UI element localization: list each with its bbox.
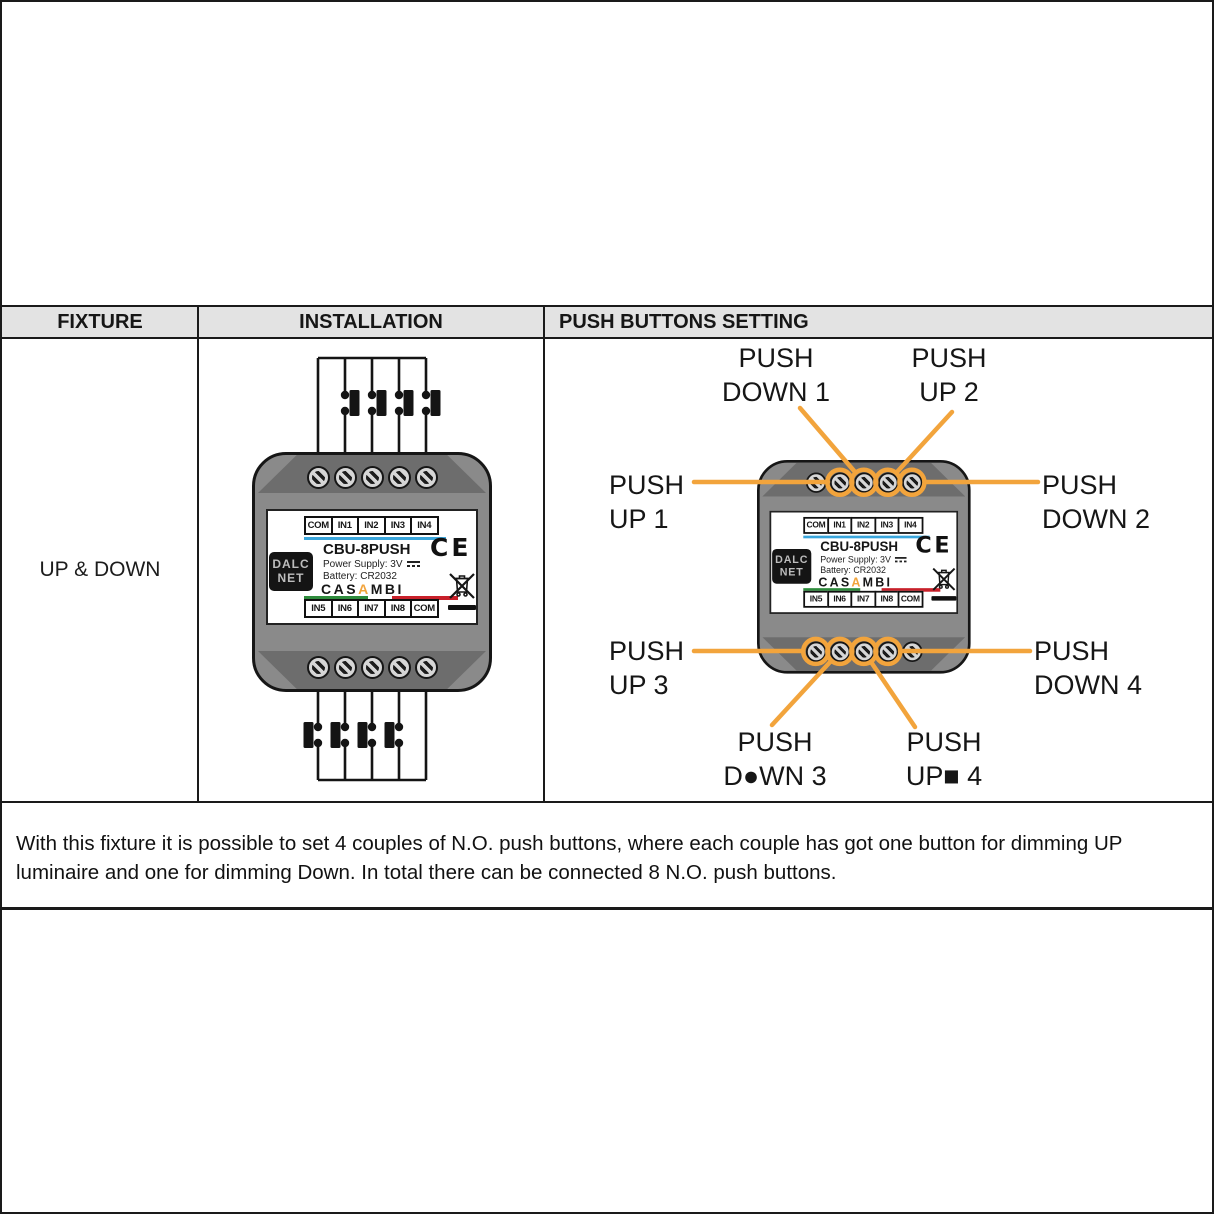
ce-mark: CE: [430, 533, 472, 562]
header-push-buttons-setting: PUSH BUTTONS SETTING: [559, 310, 809, 333]
casambi-suffix: MBI: [370, 581, 404, 597]
label-push-down-1: PUSH DOWN 1: [722, 343, 830, 407]
terminal-in1: IN1: [330, 516, 359, 535]
casambi-suffix: MBI: [862, 574, 893, 590]
screw-icon: [306, 655, 330, 679]
terminal-in6: IN6: [330, 599, 359, 618]
screw-icon: [877, 641, 899, 662]
terminal-com-top: COM: [304, 516, 333, 535]
device-label-plate: COM IN1 IN2 IN3 IN4 DALC NET CBU-8PUSH P…: [266, 509, 478, 625]
terminal-row-bottom: IN5 IN6 IN7 IN8 COM: [304, 599, 439, 618]
blue-terminal-bar: [803, 535, 930, 539]
screw-icon: [387, 655, 411, 679]
terminal-in7: IN7: [357, 599, 386, 618]
table-bottom-border: [2, 801, 1212, 803]
push-button-symbols: [303, 390, 441, 748]
screw-icon: [333, 655, 357, 679]
screw-icon: [333, 465, 357, 489]
terminal-in1: IN1: [826, 516, 853, 534]
dalcnet-logo-line1: DALC: [775, 553, 809, 566]
label-push-up-4: PUSH UP■ 4: [905, 727, 983, 791]
dalcnet-logo: DALC NET: [772, 549, 812, 584]
terminal-in4: IN4: [897, 516, 923, 534]
casambi-accent-letter: A: [358, 581, 371, 597]
dalcnet-logo: DALC NET: [269, 552, 313, 591]
terminal-in8: IN8: [383, 599, 412, 618]
weee-bin-icon: [449, 573, 475, 599]
solid-bar-mark: [931, 596, 957, 601]
screw-icon: [306, 465, 330, 489]
label-push-down-3: PUSH D●WN 3: [723, 727, 827, 791]
terminal-in5: IN5: [304, 599, 333, 618]
weee-bin-icon: [932, 567, 956, 591]
red-terminal-bar: [881, 587, 941, 592]
dalcnet-logo-line2: NET: [779, 565, 804, 579]
dalcnet-logo-line1: DALC: [272, 557, 310, 571]
screw-icon: [360, 465, 384, 489]
push-buttons-setting-cell: COM IN1 IN2 IN3 IN4 DALC NET CBU-8PUSH P…: [544, 339, 1212, 802]
casambi-accent-letter: A: [851, 574, 863, 590]
blue-terminal-bar: [304, 536, 446, 540]
dalcnet-logo-line2: NET: [277, 571, 305, 585]
table-header-row: FIXTURE INSTALLATION PUSH BUTTONS SETTIN…: [2, 305, 1212, 339]
cbu-8push-device: COM IN1 IN2 IN3 IN4 DALC NET CBU-8PUSH P…: [252, 452, 492, 692]
annotation-leader-lines: [691, 405, 1041, 730]
header-installation: INSTALLATION: [299, 310, 443, 333]
device-model: CBU-8PUSH: [820, 539, 899, 555]
dc-symbol-icon: [894, 556, 907, 563]
description-paragraph: With this fixture it is possible to set …: [16, 829, 1122, 887]
device-label-plate: COM IN1 IN2 IN3 IN4 DALC NET CBU-8PUSH P…: [769, 510, 959, 614]
label-push-up-1: PUSH UP 1: [609, 470, 685, 534]
red-terminal-bar: [392, 595, 458, 600]
terminal-row-top: COM IN1 IN2 IN3 IN4: [803, 516, 923, 534]
installation-cell: COM IN1 IN2 IN3 IN4 DALC NET CBU-8PUSH P…: [198, 339, 544, 802]
description-line-1: With this fixture it is possible to set …: [16, 832, 1123, 855]
screw-icon: [414, 465, 438, 489]
terminal-in2: IN2: [357, 516, 386, 535]
terminal-row-top: COM IN1 IN2 IN3 IN4: [304, 516, 439, 535]
casambi-brand: CASAMBI: [818, 575, 892, 589]
power-supply-value: Power Supply: 3V: [820, 555, 891, 566]
green-terminal-bar: [803, 587, 861, 592]
header-fixture: FIXTURE: [57, 310, 143, 333]
label-push-down-4: PUSH DOWN 4: [1034, 636, 1142, 700]
device-model: CBU-8PUSH: [323, 541, 411, 558]
description-line-2: luminaire and one for dimming Down. In t…: [16, 861, 837, 884]
screw-icon: [387, 465, 411, 489]
power-supply-value: Power Supply: 3V: [323, 559, 403, 570]
battery-text: Battery: CR2032: [820, 565, 886, 576]
terminal-in4: IN4: [410, 516, 439, 535]
green-terminal-bar: [304, 595, 368, 600]
label-push-down-2: PUSH DOWN 2: [1042, 470, 1150, 534]
column-divider-1: [197, 305, 199, 802]
screw-icon: [414, 655, 438, 679]
fixture-type-label: UP & DOWN: [39, 558, 161, 581]
column-divider-2: [543, 305, 545, 802]
terminal-row-bottom: IN5 IN6 IN7 IN8 COM: [803, 590, 923, 608]
power-supply-text: Power Supply: 3V: [323, 559, 420, 570]
solid-bar-mark: [448, 605, 476, 610]
casambi-prefix: CAS: [818, 574, 852, 590]
terminal-in7: IN7: [850, 590, 876, 608]
description-bottom-border: [2, 907, 1212, 910]
device-mount-installation: COM IN1 IN2 IN3 IN4 DALC NET CBU-8PUSH P…: [252, 452, 492, 692]
wiring-diagram: [303, 356, 441, 782]
terminal-in3: IN3: [383, 516, 412, 535]
power-supply-text: Power Supply: 3V: [820, 555, 907, 566]
casambi-brand: CASAMBI: [321, 581, 404, 597]
casambi-prefix: CAS: [321, 581, 359, 597]
terminal-com-bottom: COM: [897, 590, 923, 608]
ce-mark: CE: [915, 532, 953, 558]
label-push-up-3: PUSH UP 3: [609, 636, 685, 700]
screw-icon: [360, 655, 384, 679]
label-push-up-2: PUSH UP 2: [911, 343, 987, 407]
battery-text: Battery: CR2032: [323, 571, 397, 582]
dc-symbol-icon: [406, 560, 420, 568]
terminal-com-bottom: COM: [410, 599, 439, 618]
